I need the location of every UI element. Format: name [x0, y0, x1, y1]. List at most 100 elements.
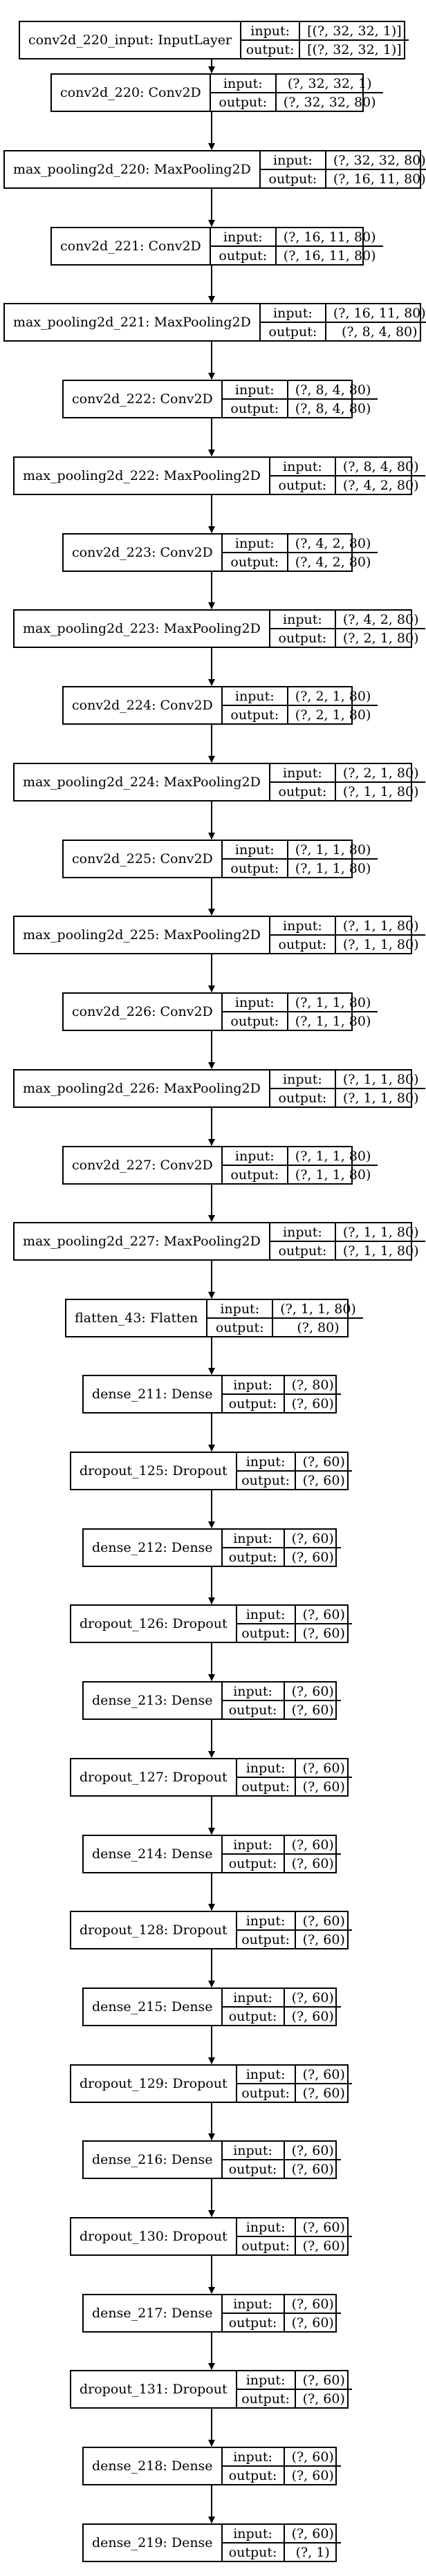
input-label: input:: [223, 2295, 285, 2313]
output-label: output:: [223, 1395, 285, 1412]
io-table: input:(?, 8, 4, 80)output:(?, 4, 2, 80): [270, 458, 426, 494]
output-shape: (?, 60): [302, 2238, 345, 2254]
input-row: input:(?, 8, 4, 80): [223, 381, 378, 398]
input-row: input:(?, 32, 32, 1): [211, 75, 383, 92]
input-shape: (?, 80): [291, 1377, 334, 1393]
output-shape: (?, 2, 1, 80): [342, 630, 419, 646]
layer-name: max_pooling2d_226: MaxPooling2D: [15, 1071, 270, 1106]
output-shape: (?, 60): [302, 1625, 345, 1641]
io-table: input:(?, 60)output:(?, 60): [222, 1683, 341, 1718]
input-row: input:(?, 60): [223, 1989, 341, 2006]
layer-name: dense_211: Dense: [84, 1376, 223, 1412]
input-shape: (?, 60): [302, 1913, 345, 1929]
input-label: input:: [237, 2066, 296, 2083]
output-label: output:: [223, 2008, 285, 2025]
input-shape: (?, 60): [291, 2526, 334, 2541]
input-row: input:(?, 60): [237, 2371, 352, 2389]
layer-name: max_pooling2d_224: MaxPooling2D: [15, 764, 270, 800]
io-table: input:(?, 2, 1, 80)output:(?, 2, 1, 80): [222, 687, 378, 723]
output-label: output:: [223, 400, 288, 417]
input-row: input:(?, 8, 4, 80): [270, 458, 426, 475]
output-label: output:: [223, 1855, 285, 1872]
output-shape: (?, 60): [302, 1779, 345, 1795]
output-row: output:(?, 1, 1, 80): [270, 1241, 426, 1259]
layer-name: conv2d_220: Conv2D: [52, 75, 211, 111]
input-label: input:: [223, 1836, 285, 1853]
output-row: output:(?, 60): [222, 2465, 341, 2484]
input-label: input:: [223, 1989, 285, 2006]
output-row: output:(?, 60): [222, 2159, 341, 2178]
input-row: input:(?, 16, 11, 80): [261, 304, 426, 322]
layer-name: conv2d_227: Conv2D: [64, 1147, 223, 1183]
layer-name: dense_213: Dense: [84, 1683, 223, 1718]
input-shape: (?, 16, 11, 80): [333, 305, 426, 321]
input-label: input:: [223, 2448, 285, 2465]
output-shape: [(?, 32, 32, 1)]: [307, 41, 402, 57]
layer-name: dropout_127: Dropout: [71, 1759, 237, 1795]
output-label: output:: [223, 2467, 285, 2484]
output-label: output:: [270, 1242, 336, 1259]
input-label: input:: [261, 151, 326, 169]
output-row: output:(?, 1, 1, 80): [270, 934, 426, 953]
output-row: output:(?, 1, 1, 80): [222, 1165, 378, 1183]
io-table: input:(?, 32, 32, 1)output:(?, 32, 32, 8…: [210, 75, 383, 111]
input-label: input:: [223, 381, 288, 398]
output-label: output:: [237, 2084, 296, 2102]
input-row: input:(?, 1, 1, 80): [223, 841, 378, 858]
output-shape: (?, 1, 1, 80): [295, 860, 371, 876]
input-shape: (?, 60): [291, 2449, 334, 2465]
io-table: input:(?, 60)output:(?, 60): [237, 2371, 352, 2407]
layer-name: conv2d_226: Conv2D: [64, 994, 223, 1030]
output-label: output:: [270, 936, 336, 953]
input-shape: (?, 60): [291, 1683, 334, 1699]
input-label: input:: [223, 2142, 285, 2159]
input-label: input:: [223, 687, 288, 705]
output-shape: (?, 60): [291, 1702, 334, 1718]
output-shape: (?, 1): [295, 2544, 330, 2560]
output-row: output:(?, 2, 1, 80): [222, 705, 378, 723]
output-label: output:: [270, 476, 336, 494]
output-label: output:: [270, 629, 336, 647]
io-table: input:(?, 16, 11, 80)output:(?, 16, 11, …: [210, 228, 383, 264]
output-label: output:: [237, 1778, 296, 1795]
output-shape: (?, 60): [291, 1549, 334, 1565]
input-shape: [(?, 32, 32, 1)]: [307, 23, 402, 39]
input-label: input:: [237, 1759, 296, 1777]
input-row: input:(?, 32, 32, 80): [261, 151, 426, 169]
output-shape: (?, 60): [302, 1931, 345, 1947]
input-row: input:[(?, 32, 32, 1)]: [241, 22, 409, 39]
output-row: output:(?, 60): [222, 2313, 341, 2331]
input-row: input:(?, 16, 11, 80): [211, 228, 383, 245]
layer-name: conv2d_224: Conv2D: [64, 687, 223, 723]
output-shape: (?, 8, 4, 80): [341, 324, 418, 340]
input-label: input:: [223, 1530, 285, 1547]
output-row: output:(?, 60): [237, 2389, 352, 2407]
output-label: output:: [207, 1319, 274, 1336]
input-row: input:(?, 4, 2, 80): [270, 611, 426, 628]
input-label: input:: [223, 994, 288, 1011]
input-row: input:(?, 2, 1, 80): [223, 687, 378, 705]
io-table: input:(?, 1, 1, 80)output:(?, 1, 1, 80): [222, 994, 378, 1030]
input-row: input:(?, 60): [237, 2066, 352, 2083]
input-label: input:: [270, 764, 336, 781]
layer-name: dense_214: Dense: [84, 1836, 223, 1872]
io-table: input:(?, 1, 1, 80)output:(?, 1, 1, 80): [270, 1071, 426, 1106]
output-label: output:: [261, 170, 326, 187]
output-label: output:: [270, 1089, 336, 1106]
io-table: input:(?, 2, 1, 80)output:(?, 1, 1, 80): [270, 764, 426, 800]
output-label: output:: [223, 553, 288, 571]
layer-name: conv2d_221: Conv2D: [52, 228, 211, 264]
output-row: output:(?, 60): [222, 1853, 341, 1872]
layer-name: dense_215: Dense: [84, 1989, 223, 2025]
input-row: input:(?, 60): [223, 2142, 341, 2159]
